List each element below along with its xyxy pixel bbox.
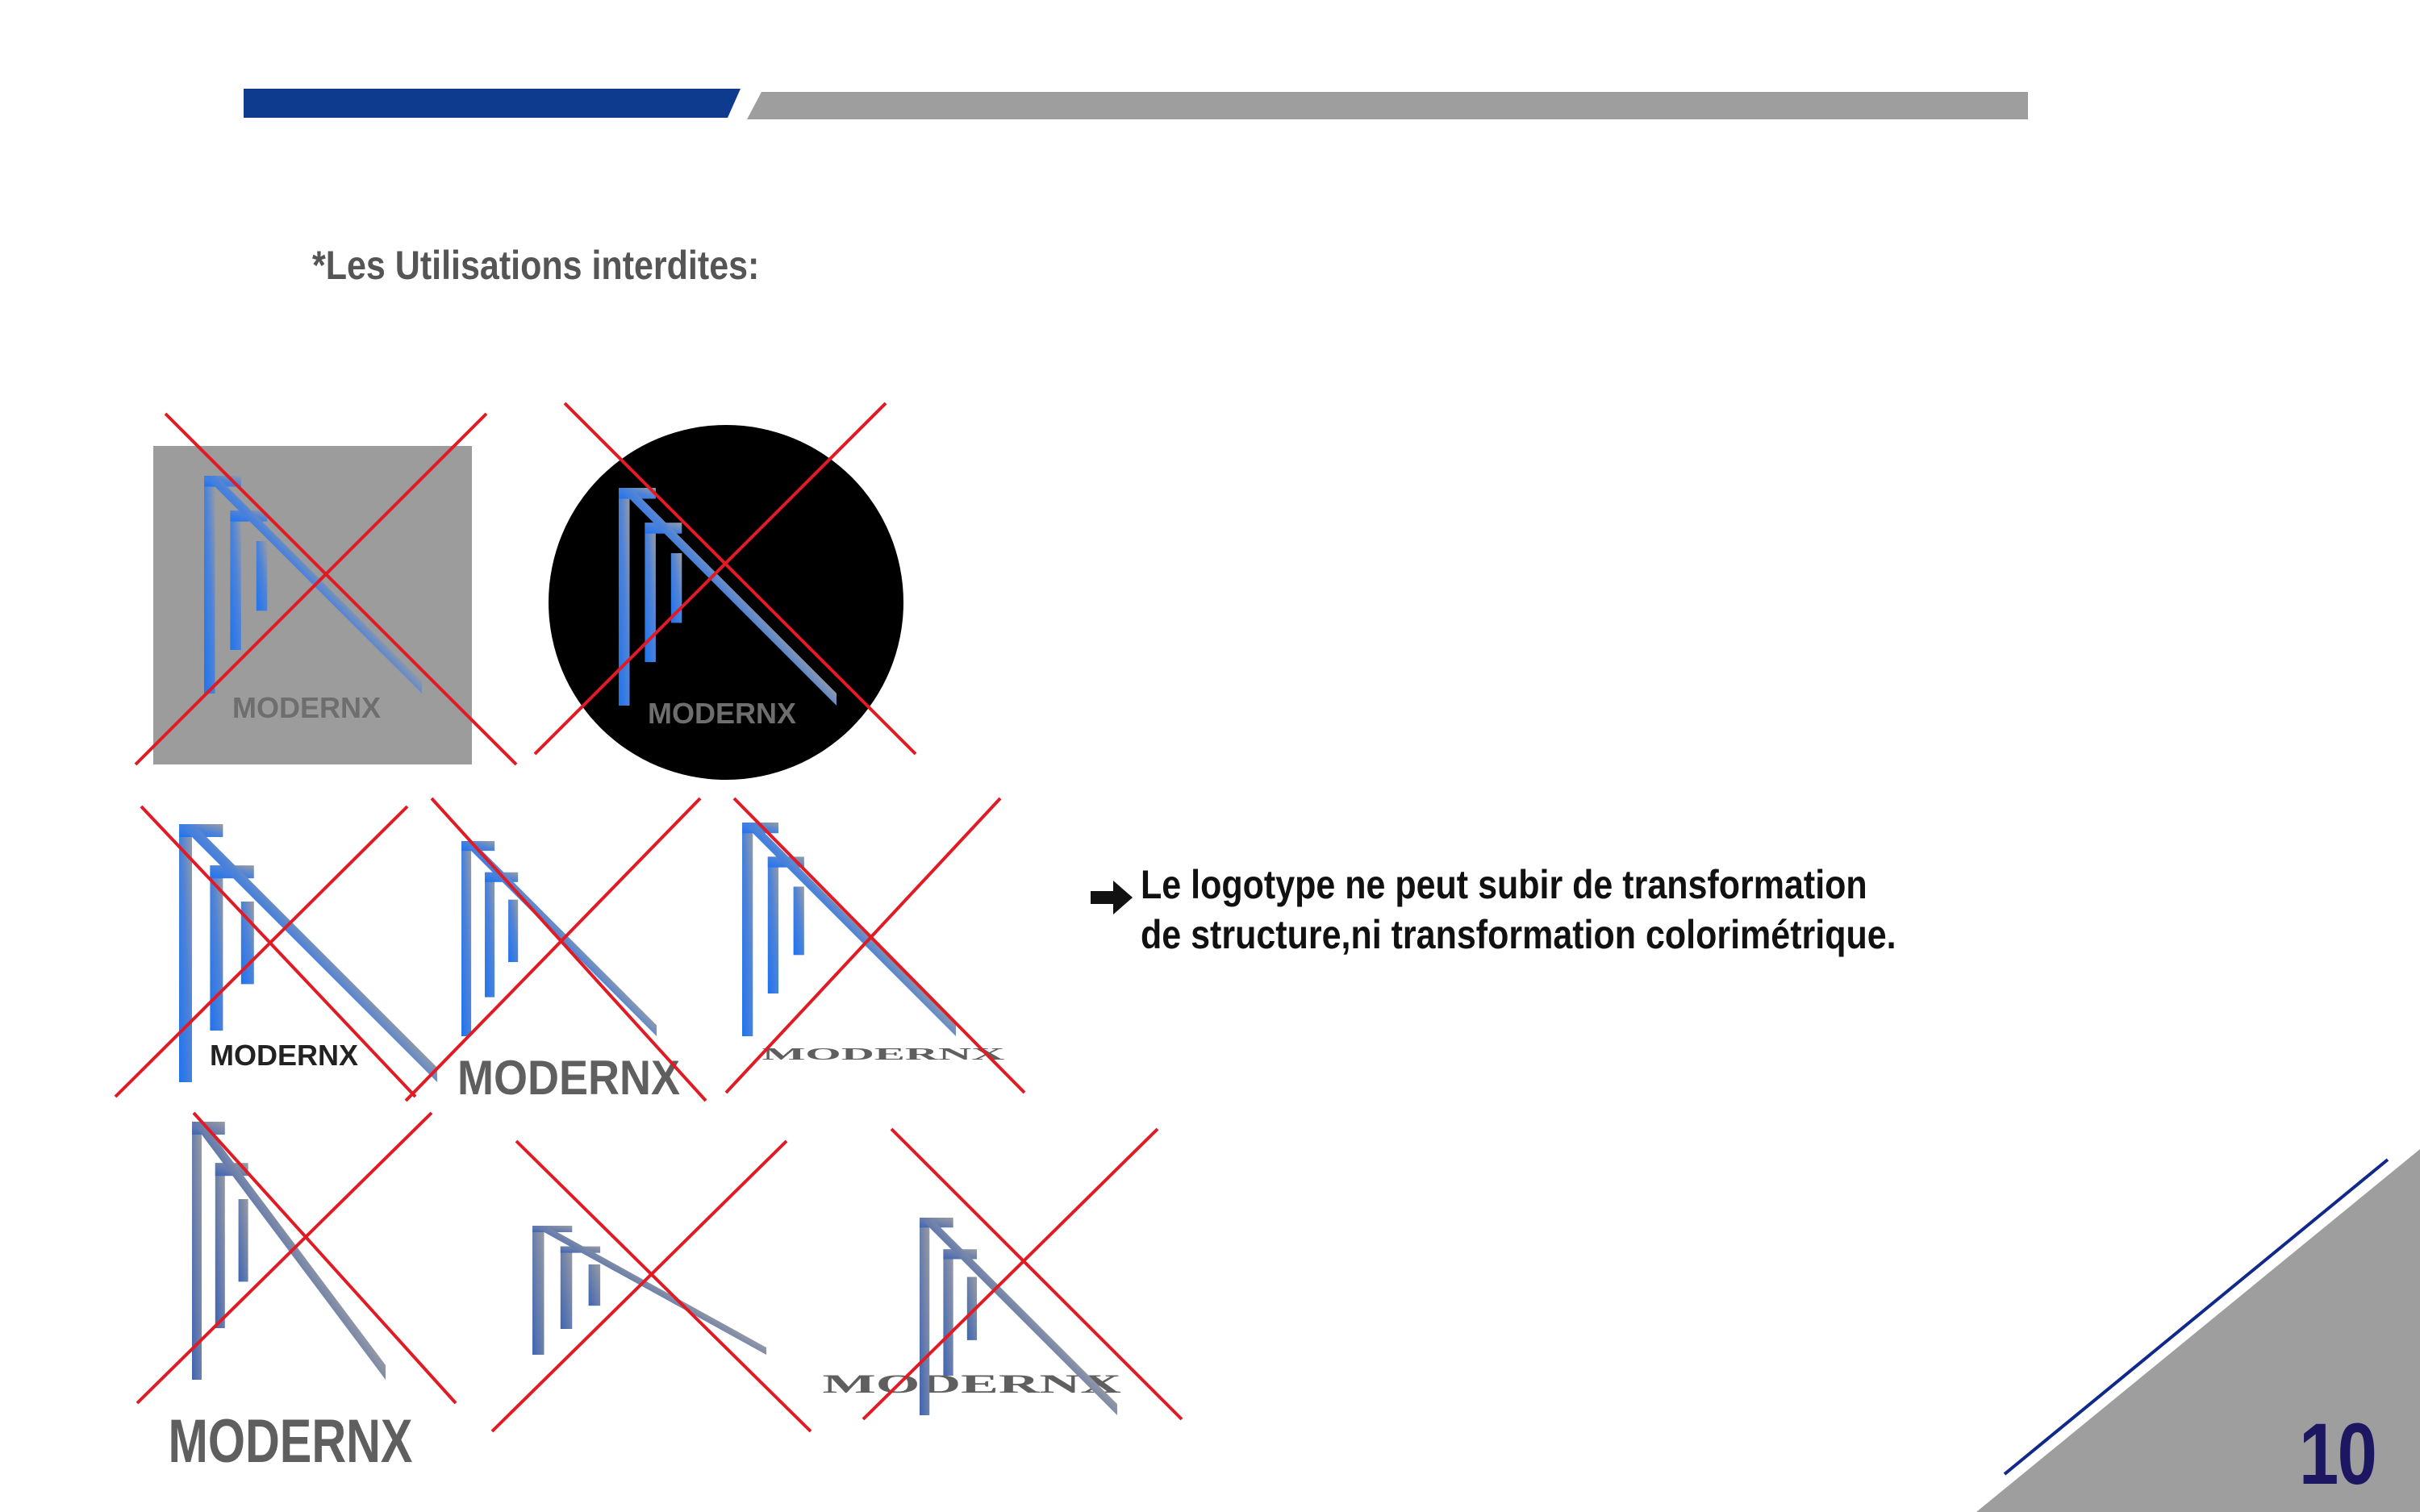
rule-line-2: de structure,ni transformation colorimét… — [1141, 912, 1896, 957]
forbidden-example-black-background: MODERNX — [532, 402, 917, 762]
forbidden-example-grey-background: MODERNX — [133, 410, 518, 768]
wordmark-text: MODERNX — [648, 697, 796, 730]
wordmark-text: MODERNX — [762, 1044, 1005, 1064]
wordmark-text: MODERNX — [823, 1369, 1121, 1398]
header-accent-bar — [244, 89, 741, 118]
rule-line-1: Le logotype ne peut subir de transformat… — [1141, 862, 1867, 907]
forbidden-example-large-wordmark: MODERNX — [403, 794, 707, 1105]
wordmark-text: MODERNX — [169, 1407, 413, 1476]
wordmark-text: MODERNX — [210, 1039, 358, 1072]
forbidden-example-squashed-mark: MODERNX — [484, 1139, 1121, 1433]
section-heading: *Les Utilisations interdites: — [312, 243, 760, 288]
forbidden-example-distorted-wordmark: MODERNX — [722, 794, 1026, 1101]
forbidden-example-stretched-mark: MODERNX — [129, 1109, 457, 1480]
right-arrow-icon — [1091, 881, 1133, 914]
wordmark-text: MODERNX — [232, 691, 381, 724]
page-number: 10 — [2299, 1405, 2377, 1502]
header-secondary-bar — [747, 92, 2028, 119]
forbidden-example-no-wordmark — [859, 1127, 1183, 1431]
forbidden-example-small-wordmark: MODERNX — [113, 798, 419, 1105]
wordmark-text: MODERNX — [457, 1051, 680, 1105]
